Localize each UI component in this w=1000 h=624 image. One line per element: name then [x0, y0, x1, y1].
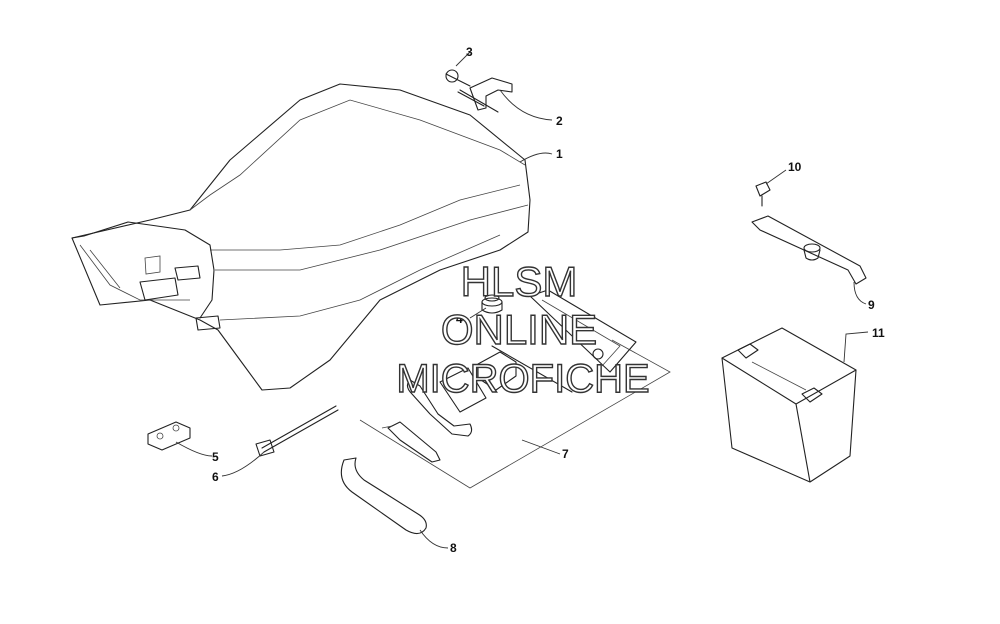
- callout-8: 8: [450, 541, 457, 555]
- watermark: HLSM ONLINE MICROFICHE: [396, 257, 651, 401]
- callout-3: 3: [466, 45, 473, 59]
- watermark-line-2: ONLINE: [441, 306, 597, 353]
- rubber-pad-part[interactable]: [147, 421, 191, 451]
- seat-part[interactable]: [71, 83, 531, 391]
- callout-1: 1: [556, 147, 563, 161]
- callout-2: 2: [556, 114, 563, 128]
- callout-5: 5: [212, 450, 219, 464]
- callout-4: 4: [456, 312, 463, 326]
- watermark-line-3: MICROFICHE: [396, 357, 649, 401]
- watermark-line-1: HLSM: [461, 258, 578, 305]
- spanner-wrench-part[interactable]: [340, 457, 427, 535]
- cable-tie-part[interactable]: [255, 405, 339, 457]
- battery-part[interactable]: [721, 327, 857, 483]
- hair-pin-part[interactable]: [445, 69, 471, 87]
- callout-6: 6: [212, 470, 219, 484]
- callout-10: 10: [788, 160, 802, 174]
- callout-7: 7: [562, 447, 569, 461]
- callout-11: 11: [872, 326, 885, 340]
- seat-latch-part[interactable]: [457, 77, 513, 113]
- tool-kit-part[interactable]: [359, 289, 671, 489]
- bolt-part[interactable]: [755, 181, 771, 207]
- callout-9: 9: [868, 298, 875, 312]
- battery-bracket-part[interactable]: [751, 215, 867, 285]
